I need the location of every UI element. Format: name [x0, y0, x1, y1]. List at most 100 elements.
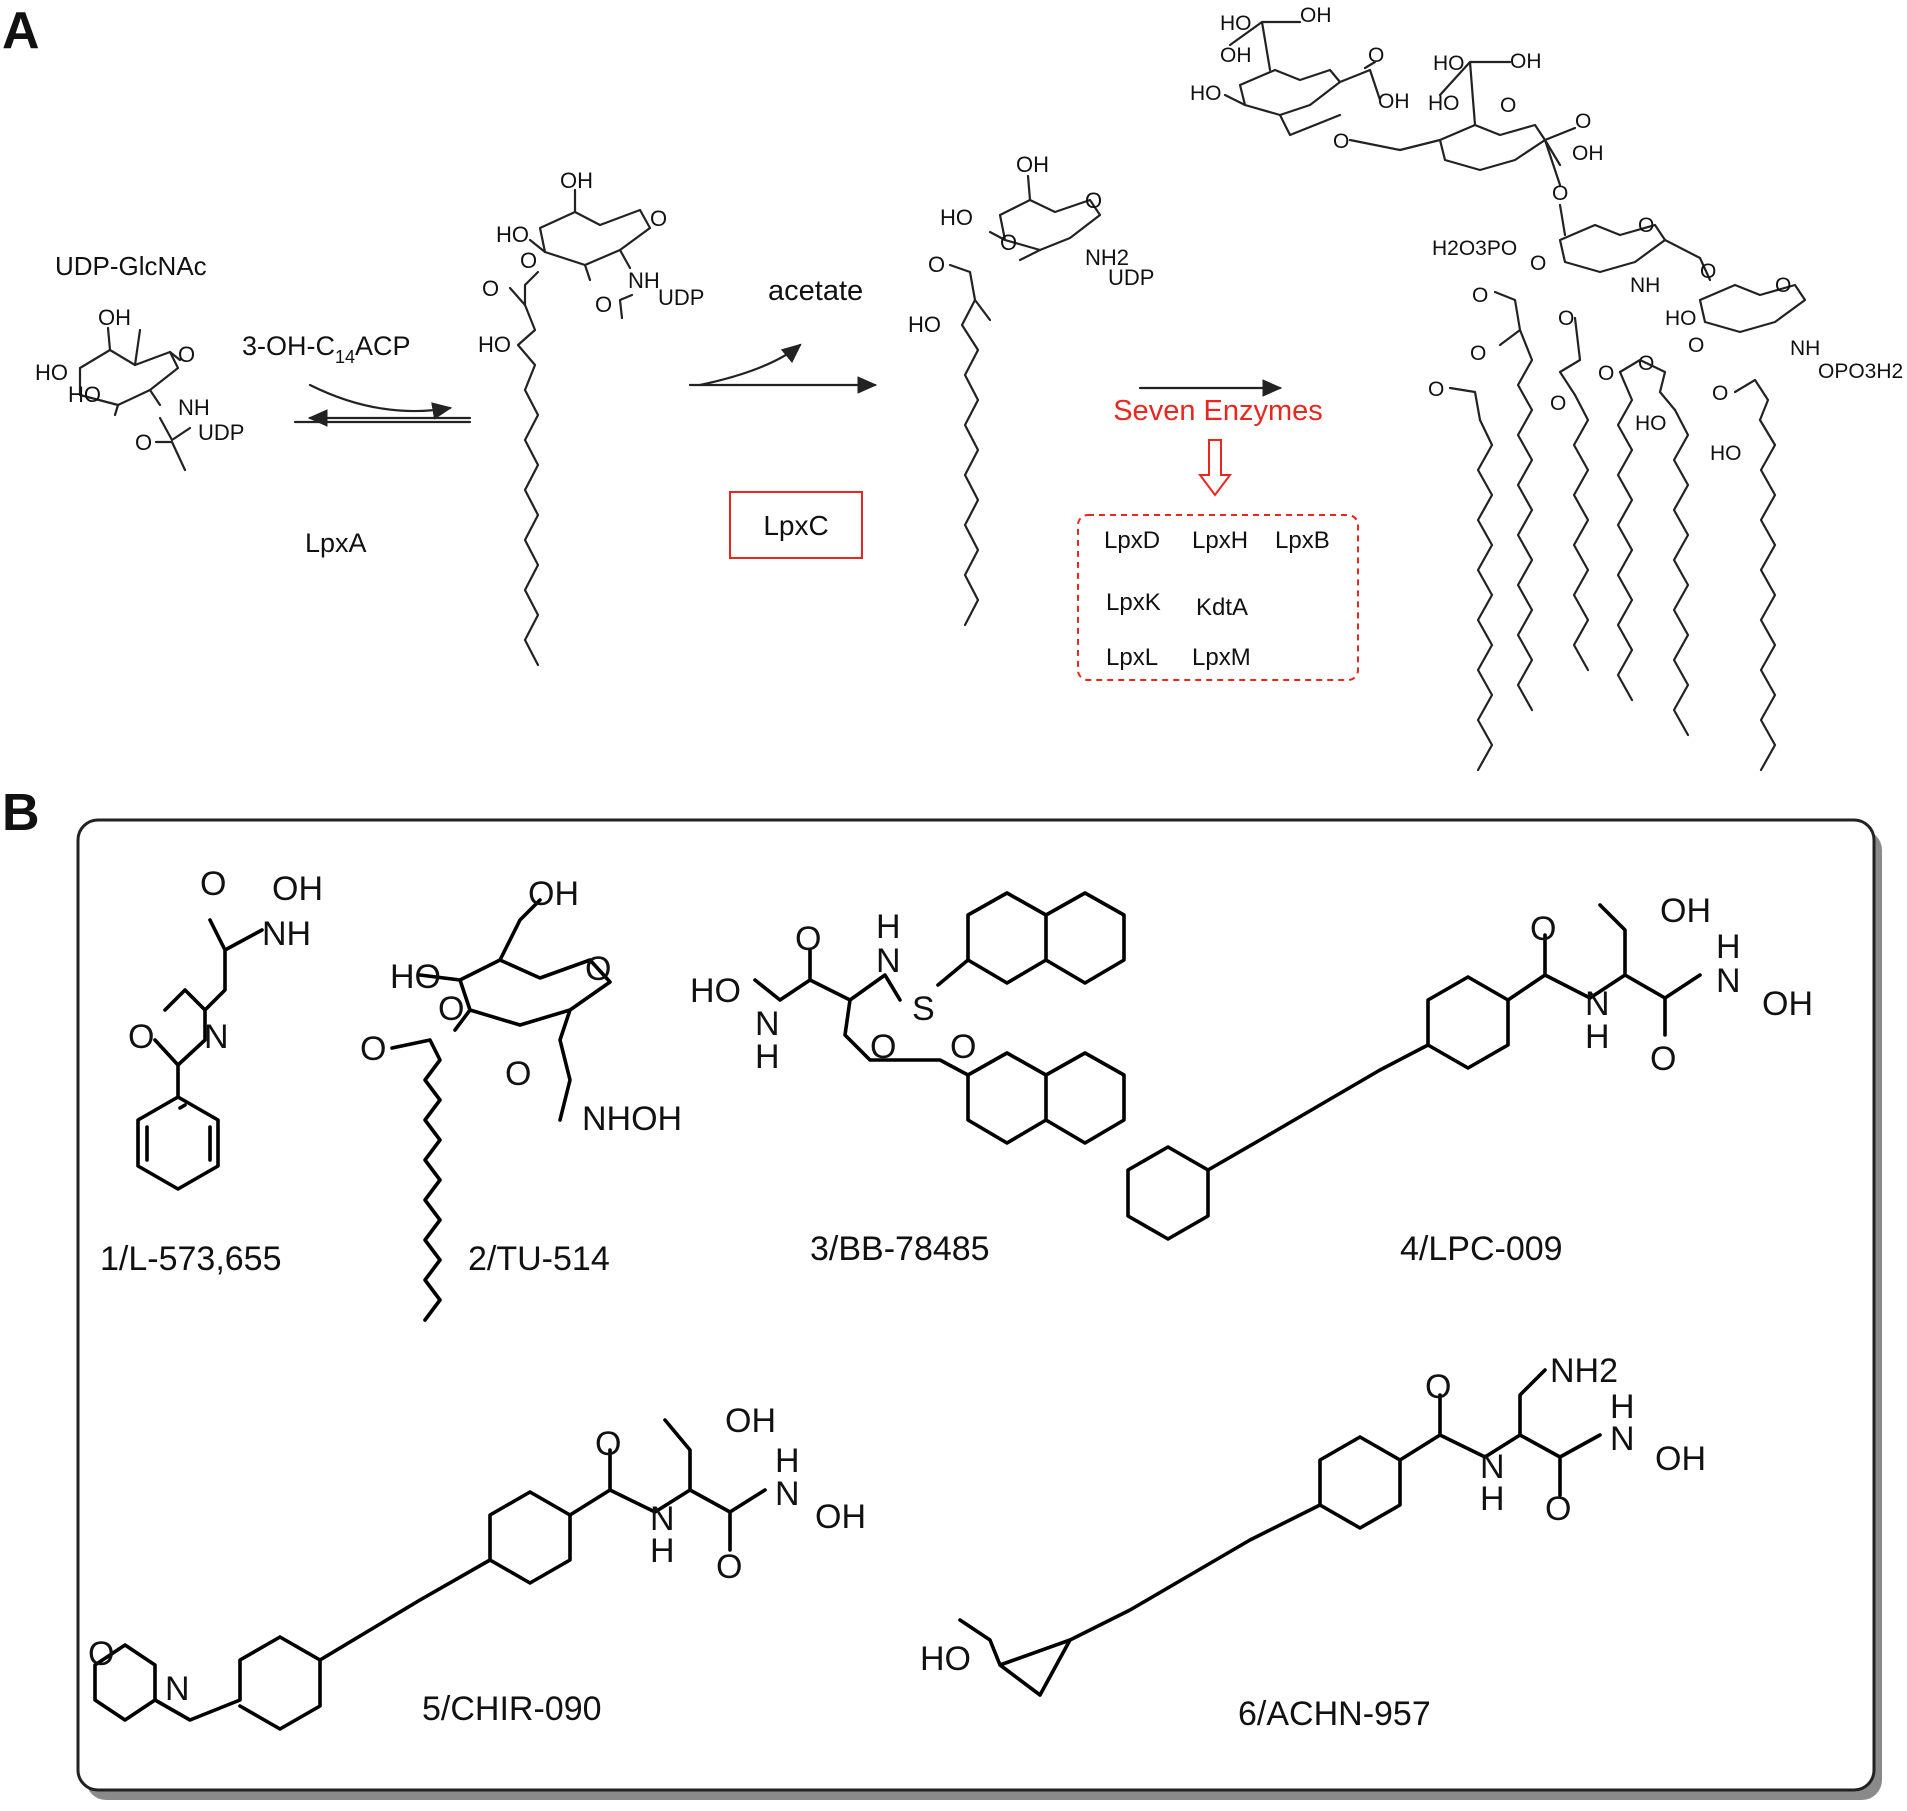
svg-text:HO: HO [478, 332, 511, 357]
enzyme-lpxa: LpxA [305, 528, 367, 558]
svg-text:OH: OH [1378, 90, 1410, 113]
svg-text:O: O [1550, 392, 1566, 415]
svg-text:O: O [585, 950, 611, 988]
svg-text:OH: OH [1572, 142, 1604, 165]
svg-text:O: O [1552, 182, 1568, 205]
svg-text:NH: NH [262, 915, 311, 953]
panel-a-label: A [2, 2, 40, 60]
down-arrow-icon [1198, 439, 1232, 497]
phosphate-label-1: H2O3PO [1432, 237, 1517, 260]
compound-4-label: 4/LPC-009 [1400, 1230, 1563, 1268]
enzyme-lpxh: LpxH [1192, 527, 1248, 554]
svg-text:OH: OH [1300, 4, 1332, 27]
svg-text:N: N [1480, 1448, 1505, 1486]
svg-text:O: O [1333, 130, 1349, 153]
svg-text:UDP: UDP [1108, 265, 1154, 290]
svg-text:O: O [595, 292, 612, 317]
svg-text:O: O [1700, 260, 1716, 283]
svg-text:O: O [505, 1055, 531, 1093]
svg-text:O: O [135, 430, 152, 455]
svg-text:HO: HO [35, 360, 68, 385]
svg-text:O: O [1688, 334, 1704, 357]
acyl-glcn-udp-structure: OH HO O NH2 UDP O O HO [908, 152, 1154, 627]
svg-text:N: N [650, 1500, 675, 1538]
svg-text:O: O [1425, 1368, 1451, 1406]
svg-text:OH: OH [1016, 152, 1049, 177]
svg-text:O: O [595, 1425, 621, 1463]
svg-text:O: O [716, 1548, 742, 1586]
svg-text:O: O [482, 276, 499, 301]
svg-text:OH: OH [1762, 985, 1813, 1023]
svg-text:H: H [1585, 1018, 1610, 1056]
compound-5-label: 5/CHIR-090 [422, 1690, 602, 1728]
svg-text:HO: HO [690, 972, 741, 1010]
svg-text:N: N [1610, 1420, 1635, 1458]
svg-text:N: N [775, 1475, 800, 1513]
svg-text:O: O [178, 342, 195, 367]
svg-text:NH: NH [628, 268, 660, 293]
svg-text:O: O [1775, 274, 1791, 297]
compound-6-structure: HO O N H NH2 O N H OH 6/ACHN-957 [920, 1352, 1706, 1733]
svg-text:O: O [1575, 110, 1591, 133]
svg-text:O: O [1085, 188, 1102, 213]
svg-text:O: O [200, 865, 226, 903]
svg-text:O: O [1638, 214, 1654, 237]
svg-text:H: H [755, 1038, 780, 1076]
svg-text:HO: HO [920, 1640, 971, 1678]
svg-text:O: O [1545, 1490, 1571, 1528]
enzyme-list-box [1077, 514, 1359, 681]
udp-glcnac-structure: UDP-GlcNAc OH HO HO O NH UDP O [35, 251, 244, 472]
svg-text:HO: HO [390, 958, 441, 996]
udp-glcnac-label: UDP-GlcNAc [55, 251, 207, 281]
svg-text:HO: HO [1710, 442, 1742, 465]
svg-text:N: N [755, 1005, 780, 1043]
svg-text:O: O [520, 248, 537, 273]
compound-5-structure: O N O N H OH O N H OH 5/CHIR-090 [88, 1402, 866, 1731]
svg-text:NH: NH [1790, 337, 1820, 360]
svg-text:N: N [1585, 985, 1610, 1023]
lpxc-reaction: acetate LpxC [688, 275, 878, 559]
svg-text:O: O [1428, 378, 1444, 401]
inhibitor-box [76, 818, 1876, 1792]
svg-text:HO: HO [68, 382, 101, 407]
compound-3-label: 3/BB-78485 [810, 1230, 990, 1268]
svg-text:NHOH: NHOH [582, 1100, 682, 1138]
seven-enzymes-label: Seven Enzymes [1113, 395, 1323, 427]
reagent-label: 3-OH-C14ACP [242, 331, 411, 367]
svg-text:OH: OH [272, 870, 323, 908]
svg-text:H: H [876, 908, 901, 946]
svg-text:HO: HO [1665, 307, 1697, 330]
svg-text:O: O [360, 1030, 386, 1068]
svg-text:O: O [88, 1635, 114, 1673]
compound-2-label: 2/TU-514 [468, 1240, 610, 1278]
panel-b-label: B [2, 784, 40, 842]
svg-text:N: N [1716, 962, 1741, 1000]
svg-text:O: O [870, 1028, 896, 1066]
compound-6-label: 6/ACHN-957 [1238, 1695, 1431, 1733]
svg-text:O: O [1500, 94, 1516, 117]
compound-3-structure: HO N H O N H S O O 3/BB-78485 [690, 891, 1126, 1268]
svg-text:O: O [438, 990, 464, 1028]
svg-text:HO: HO [1190, 82, 1222, 105]
svg-text:OH: OH [1655, 1440, 1706, 1478]
enzyme-lpxl: LpxL [1106, 644, 1158, 671]
svg-text:OH: OH [1220, 44, 1252, 67]
svg-text:NH2: NH2 [1550, 1352, 1618, 1390]
enzyme-lpxm: LpxM [1192, 644, 1251, 671]
svg-text:N: N [876, 942, 901, 980]
svg-text:HO: HO [1428, 92, 1460, 115]
svg-text:H: H [775, 1442, 800, 1480]
enzyme-lpxb: LpxB [1275, 527, 1330, 554]
svg-text:HO: HO [1635, 412, 1667, 435]
svg-text:S: S [912, 990, 935, 1028]
compound-1-label: 1/L-573,655 [100, 1240, 282, 1278]
svg-text:H: H [650, 1532, 675, 1570]
svg-text:HO: HO [940, 205, 973, 230]
svg-text:O: O [1470, 342, 1486, 365]
lpxc-box [729, 491, 863, 559]
svg-text:O: O [650, 206, 667, 231]
svg-text:O: O [1368, 44, 1384, 67]
svg-text:O: O [128, 1018, 154, 1056]
svg-text:H: H [1480, 1480, 1505, 1518]
